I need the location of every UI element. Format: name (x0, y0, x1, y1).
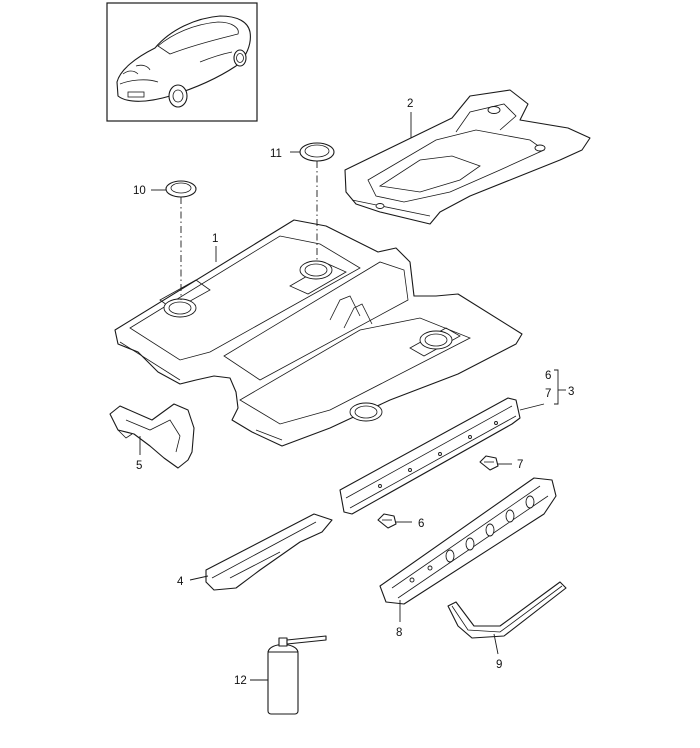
part-inner-sill (379, 477, 557, 605)
part-spray-can (267, 635, 327, 715)
callout-8: 8 (396, 627, 402, 639)
callout-4: 4 (177, 576, 184, 588)
callout-7-bracket: 7 (545, 388, 551, 400)
callout-12: 12 (234, 675, 247, 687)
part-clip-6 (377, 513, 397, 529)
leader-lines (139, 112, 566, 681)
part-curved-profile (447, 581, 567, 639)
callout-5: 5 (136, 460, 142, 472)
callout-2: 2 (407, 98, 413, 110)
part-grommet-large (299, 142, 335, 162)
callout-labels: 1 2 3 4 5 6 7 6 7 8 9 10 11 12 (133, 98, 574, 687)
part-main-floor-pan (114, 219, 523, 447)
part-rear-floor (344, 89, 591, 225)
part-floor-reinforcement (205, 513, 333, 591)
callout-9: 9 (496, 659, 502, 671)
callout-10: 10 (133, 185, 146, 197)
callout-6: 6 (418, 518, 424, 530)
callout-7: 7 (517, 459, 523, 471)
part-front-bracket (109, 403, 195, 469)
vehicle-thumbnail (106, 2, 258, 122)
callout-6-bracket: 6 (545, 370, 551, 382)
part-grommet-small (165, 180, 197, 198)
callout-3: 3 (568, 386, 574, 398)
callout-1: 1 (212, 233, 218, 245)
part-side-sill (339, 397, 521, 515)
part-clip-7 (479, 455, 499, 471)
callout-11: 11 (270, 148, 282, 160)
